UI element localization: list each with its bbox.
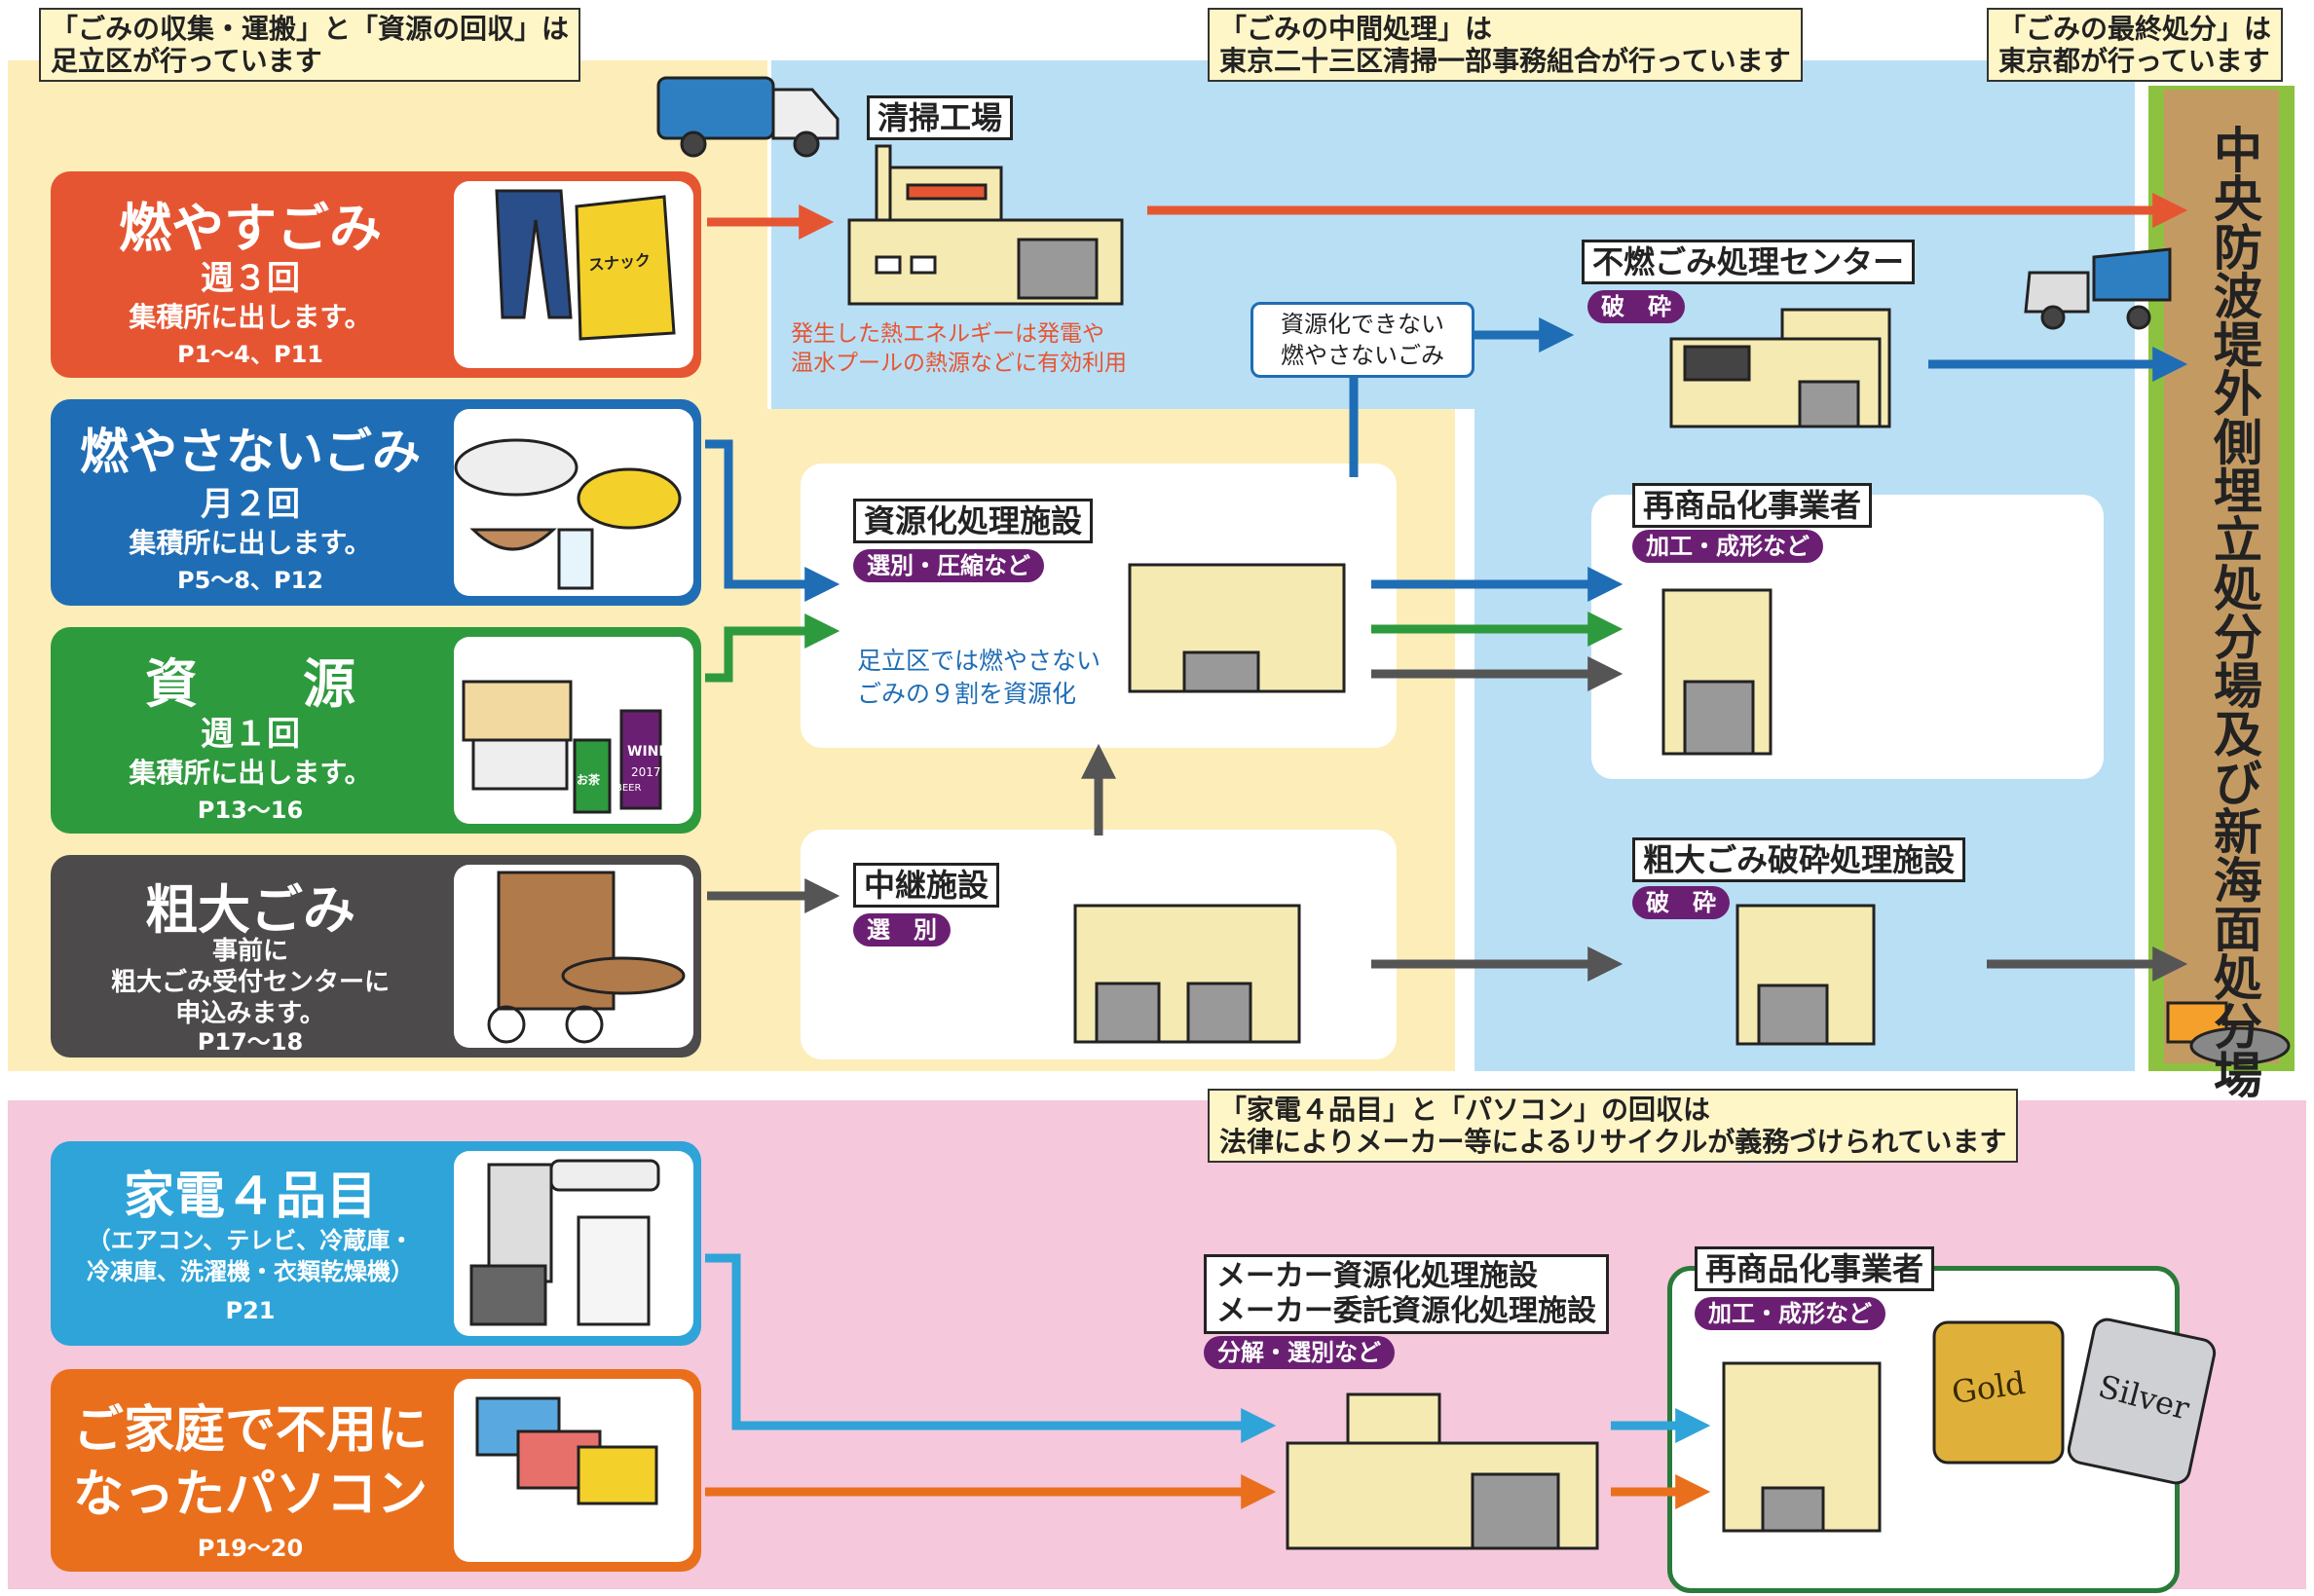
oversized-line3: 申込みます。: [175, 999, 325, 1028]
callout-metro: 「ごみの最終処分」は 東京都が行っています: [1987, 8, 2284, 82]
pc-title-line1: ご家庭で不用に: [72, 1401, 428, 1460]
callout-ward-line1: 「ごみの収集・運搬」と「資源の回収」は: [51, 13, 570, 45]
appliances-pages: P21: [225, 1297, 276, 1324]
relay-tag: 選 別: [853, 913, 951, 946]
maker-facility-building: [1286, 1392, 1599, 1550]
resources-pages: P13～16: [197, 797, 304, 824]
recycling-facility-building: [1128, 563, 1346, 693]
oversized-crusher-building: [1736, 904, 1876, 1046]
burnable-items-illustration: [495, 189, 676, 341]
callout-appliance-law-line2: 法律によりメーカー等によるリサイクルが義務づけられています: [1219, 1126, 2007, 1158]
nonburnable-note: 集積所に出します。: [129, 527, 372, 559]
incinerator-label: 清掃工場: [867, 95, 1014, 140]
callout-ward-line2: 足立区が行っています: [51, 45, 322, 77]
nonburnable-center-label: 不燃ごみ処理センター: [1582, 240, 1916, 284]
tea-label: お茶: [577, 773, 601, 787]
resources-title: 資 源: [145, 653, 355, 715]
recommercialize-tag-2: 加工・成形など: [1695, 1297, 1885, 1330]
arrow-nonburnable-to-recycling: [705, 439, 840, 602]
appliances-line2: 冷凍庫、洗濯機・衣類乾燥機）: [87, 1258, 414, 1285]
nonburnable-frequency: 月２回: [201, 485, 300, 524]
oversized-pages: P17～18: [197, 1028, 304, 1056]
recycling-note-line1: 足立区では燃やさない: [857, 647, 1101, 675]
burnable-note: 集積所に出します。: [129, 301, 372, 333]
landfill-label: 中央防波堤外側埋立処分場及び新海面処分場: [2206, 125, 2262, 1098]
maker-facility-line2: メーカー委託資源化処理施設: [1216, 1294, 1596, 1328]
oversized-title: 粗大ごみ: [145, 879, 355, 941]
callout-association-line1: 「ごみの中間処理」は: [1219, 13, 1493, 45]
burnable-frequency: 週３回: [201, 259, 300, 298]
relay-facility-building: [1073, 904, 1301, 1044]
recommercialize-label-1: 再商品化事業者: [1632, 483, 1873, 528]
wine-label: WINE: [627, 744, 668, 760]
callout-association: 「ごみの中間処理」は 東京二十三区清掃一部事務組合が行っています: [1208, 8, 1803, 82]
relay-label: 中継施設: [853, 863, 1000, 908]
garbage-truck-icon: [656, 76, 840, 158]
incinerator-note-line2: 温水プールの熱源などに有効利用: [791, 351, 1127, 376]
dump-truck-icon: [2024, 247, 2172, 330]
nonburnable-items-illustration: [454, 438, 682, 590]
landfill-bulldozer-icon: [2166, 1001, 2291, 1065]
beer-label: BEER: [616, 783, 642, 794]
callout-ward: 「ごみの収集・運搬」と「資源の回収」は 足立区が行っています: [39, 8, 581, 82]
resources-frequency: 週１回: [201, 715, 300, 754]
appliances-line1: （エアコン、テレビ、冷蔵庫・: [87, 1227, 414, 1254]
callout-appliance-law: 「家電４品目」と「パソコン」の回収は 法律によりメーカー等によるリサイクルが義務…: [1208, 1089, 2019, 1163]
recycling-facility-label: 資源化処理施設: [853, 499, 1094, 543]
oversized-crusher-tag: 破 砕: [1632, 886, 1730, 919]
appliances-items-illustration: [469, 1159, 660, 1326]
unrecyclable-line2: 燃やさないごみ: [1281, 342, 1444, 369]
arrow-appliances-to-maker: [705, 1253, 1277, 1443]
recommercialize-building-1: [1661, 588, 1773, 756]
gold-silver-ingots: [1932, 1318, 2217, 1485]
nonburnable-center-building: [1669, 308, 1891, 428]
oversized-items-illustration: [487, 871, 686, 1044]
wine-year: 2017: [631, 765, 661, 779]
nonburnable-center-tag: 破 砕: [1587, 290, 1685, 323]
callout-metro-line1: 「ごみの最終処分」は: [1998, 13, 2272, 45]
appliances-title: 家電４品目: [123, 1168, 377, 1226]
pc-title-line2: なったパソコン: [72, 1466, 428, 1524]
incinerator-note-line1: 発生した熱エネルギーは発電や: [791, 321, 1104, 347]
resources-note: 集積所に出します。: [129, 757, 372, 789]
recommercialize-tag-1: 加工・成形など: [1632, 530, 1823, 563]
oversized-line2: 粗大ごみ受付センターに: [110, 968, 390, 997]
maker-facility-label: メーカー資源化処理施設 メーカー委託資源化処理施設: [1204, 1254, 1609, 1334]
unrecyclable-box: 資源化できない 燃やさないごみ: [1250, 302, 1474, 378]
maker-facility-line1: メーカー資源化処理施設: [1216, 1259, 1538, 1293]
recommercialize-label-2: 再商品化事業者: [1695, 1246, 1935, 1291]
arrow-resources-to-recycling: [705, 613, 840, 683]
burnable-pages: P1～4、P11: [177, 341, 323, 368]
recycling-note-line2: ごみの９割を資源化: [857, 680, 1077, 708]
oversized-line1: 事前に: [211, 937, 288, 966]
flow-arrows: [705, 193, 2188, 1509]
pc-pages: P19～20: [197, 1535, 304, 1562]
nonburnable-title: 燃やさないごみ: [80, 424, 421, 480]
callout-appliance-law-line1: 「家電４品目」と「パソコン」の回収は: [1219, 1094, 1711, 1126]
callout-association-line2: 東京二十三区清掃一部事務組合が行っています: [1219, 45, 1791, 77]
nonburnable-pages: P5～8、P12: [177, 567, 323, 594]
resources-items-illustration: [462, 680, 662, 814]
unrecyclable-line1: 資源化できない: [1281, 311, 1444, 338]
pc-items-illustration: [475, 1396, 658, 1505]
oversized-crusher-label: 粗大ごみ破砕処理施設: [1632, 837, 1966, 882]
callout-metro-line2: 東京都が行っています: [1998, 45, 2270, 77]
recycling-facility-tag: 選別・圧縮など: [853, 549, 1044, 582]
burnable-title: 燃やすごみ: [119, 198, 382, 259]
recommercialize-building-2: [1722, 1361, 1882, 1533]
incineration-plant-building: [847, 144, 1124, 306]
maker-facility-tag: 分解・選別など: [1204, 1336, 1395, 1369]
